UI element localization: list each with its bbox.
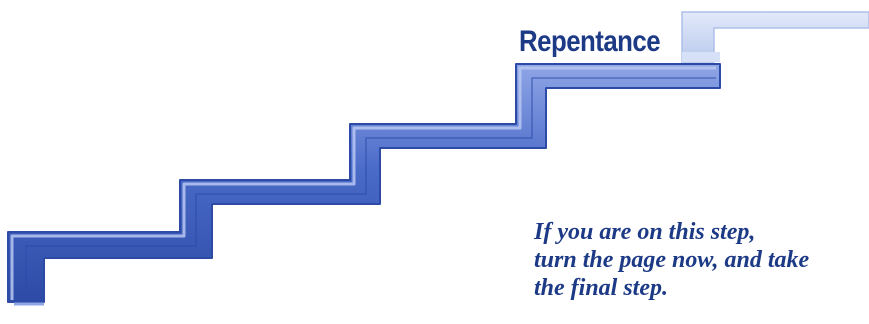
caption-line: the final step. — [534, 274, 869, 302]
faded-top-step — [682, 12, 869, 62]
step-label: Repentance — [519, 27, 660, 57]
caption: If you are on this step, turn the page n… — [534, 218, 869, 302]
caption-line: turn the page now, and take — [534, 246, 869, 274]
caption-line: If you are on this step, — [534, 218, 869, 246]
